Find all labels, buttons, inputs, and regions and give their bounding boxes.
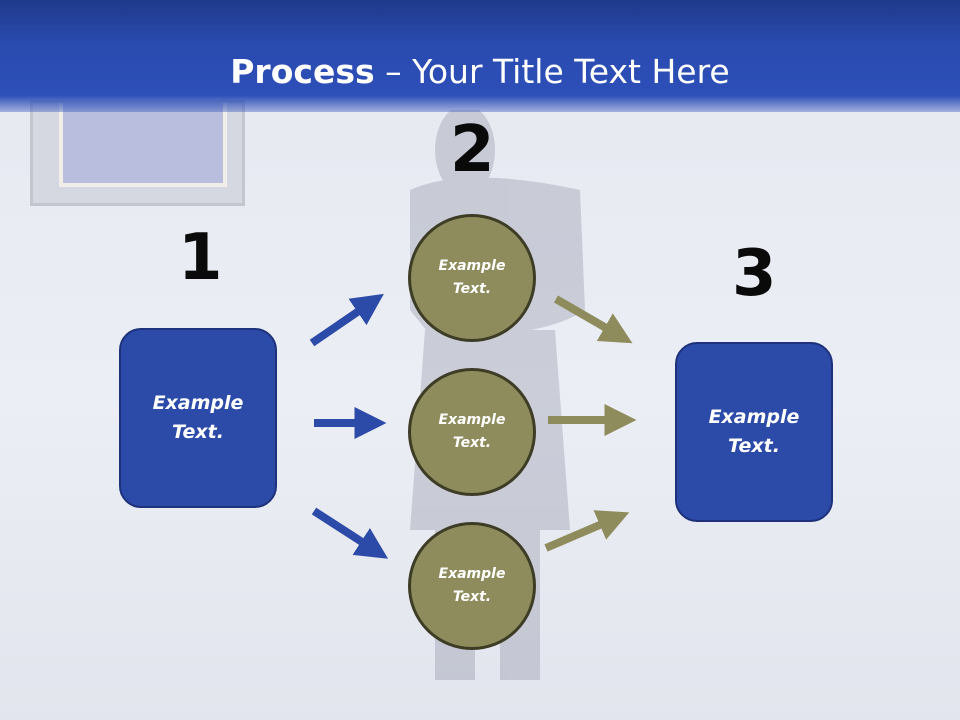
circle-bottom-text: Example Text. [438, 566, 506, 605]
wall-picture [59, 103, 227, 187]
circle-top-text: Example Text. [438, 258, 506, 297]
step-1-box: Example Text. [119, 328, 277, 508]
title-rest: – Your Title Text Here [374, 52, 730, 91]
arrow-up-right-olive [544, 510, 630, 552]
step-number-2: 2 [450, 113, 495, 187]
title-bar [0, 0, 960, 112]
step-number-3: 3 [732, 237, 777, 311]
step-number-1: 1 [178, 221, 223, 295]
circle-bottom: Example Text. [408, 522, 536, 650]
step-1-text: Example Text. [152, 392, 244, 443]
circle-top: Example Text. [408, 214, 536, 342]
slide-title: Process – Your Title Text Here [0, 52, 960, 91]
arrow-down-right-blue [311, 507, 389, 559]
title-bold: Process [230, 52, 375, 91]
circle-middle-text: Example Text. [438, 412, 506, 451]
step-3-text: Example Text. [708, 406, 800, 457]
arrow-up-right-blue [309, 293, 384, 347]
circle-middle: Example Text. [408, 368, 536, 496]
arrow-down-right-olive [553, 295, 633, 344]
step-3-box: Example Text. [675, 342, 833, 522]
wall-picture-frame [30, 100, 245, 206]
